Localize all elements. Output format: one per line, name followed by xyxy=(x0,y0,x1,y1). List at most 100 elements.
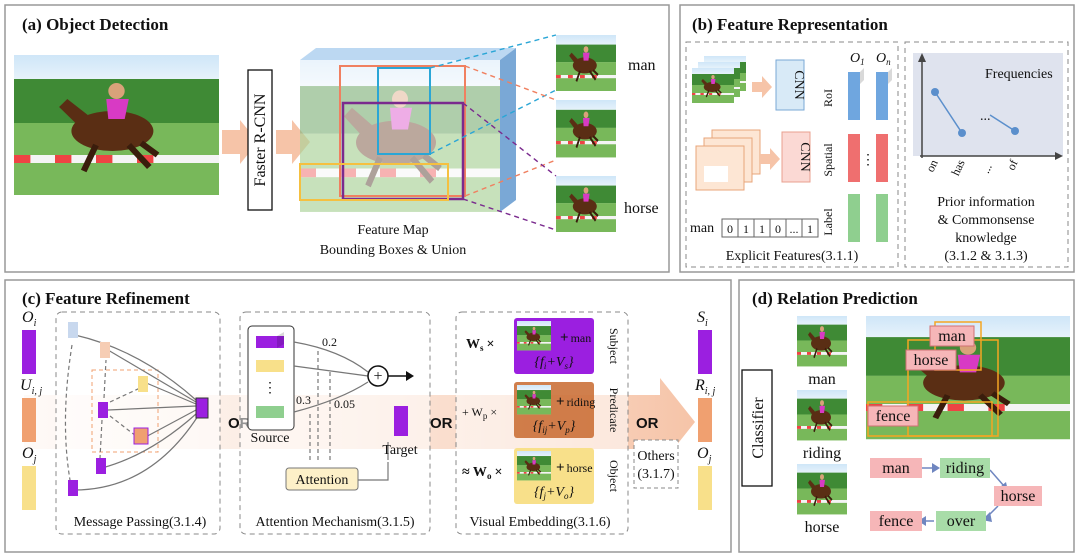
attention-arrows xyxy=(293,341,414,481)
label-word: man xyxy=(690,221,714,236)
embed-object: +horse {fj+Vo} xyxy=(514,448,594,504)
uij-label: Ui, j xyxy=(20,377,42,397)
prior-line-4: (3.1.2 & 3.1.3) xyxy=(944,249,1028,264)
mp-inner-box xyxy=(91,369,159,453)
wp-label: + Wp× xyxy=(462,405,497,421)
source-nodes: ⋮ xyxy=(256,332,284,418)
panel-c-border xyxy=(4,279,732,553)
roi-feature-bars xyxy=(848,68,892,120)
arrow-roi xyxy=(752,76,772,98)
freq-tick-on: on xyxy=(923,157,941,174)
scene-tag-man: man xyxy=(938,328,966,345)
panel-a-border xyxy=(4,4,670,273)
crop-union xyxy=(554,98,618,159)
prior-line-3: knowledge xyxy=(955,231,1016,246)
spatial-ellipsis: ⋮ xyxy=(861,153,875,168)
row-label-roi: RoI xyxy=(821,89,835,107)
pred-word-horse: horse xyxy=(805,519,840,536)
bit-3: 0 xyxy=(775,222,781,236)
others-line-2: (3.1.7) xyxy=(637,467,675,482)
freq-point-has xyxy=(958,129,966,137)
embed-subject: +man {fi+Vs} xyxy=(514,318,594,374)
panel-b-title: (b) Feature Representation xyxy=(692,15,888,34)
freq-point-of xyxy=(1011,127,1019,135)
graph-node-man-label: man xyxy=(882,460,910,477)
rij-feature xyxy=(698,398,712,442)
feature-map xyxy=(300,48,516,212)
message-passing-box xyxy=(55,311,221,535)
scene-tag-fence: fence xyxy=(876,408,911,425)
oi-label: Oi xyxy=(22,309,37,329)
freq-tick-has: has xyxy=(948,157,968,178)
explicit-caption: Explicit Features(3.1.1) xyxy=(726,249,859,264)
embed-object-formula: {fj+Vo} xyxy=(534,485,575,501)
crop-label-man: man xyxy=(628,57,656,74)
weight-0: 0.2 xyxy=(322,335,337,349)
embed-subject-word: +man xyxy=(560,330,591,346)
attention-module xyxy=(285,467,359,491)
detector-box xyxy=(247,69,273,211)
panel-d-title: (d) Relation Prediction xyxy=(752,289,918,308)
graph-node-horse-label: horse xyxy=(1001,488,1036,505)
bit-5: 1 xyxy=(807,222,813,236)
embed-predicate-formula: {fij+Vp} xyxy=(533,419,576,435)
panel-c-title: (c) Feature Refinement xyxy=(22,289,190,308)
box-man xyxy=(377,67,431,155)
crop-label-horse: horse xyxy=(624,200,659,217)
roi-image-stack xyxy=(691,55,747,104)
graph-node-over xyxy=(936,511,986,531)
ve-caption: Visual Embedding(3.1.6) xyxy=(469,515,610,530)
source-ellipsis: ⋮ xyxy=(263,381,277,396)
box-fence xyxy=(299,163,449,201)
source-label: Source xyxy=(251,431,290,446)
panel-a-title: (a) Object Detection xyxy=(22,15,169,34)
oi-feature xyxy=(22,330,36,374)
bit-1: 1 xyxy=(743,222,749,236)
graph-node-riding-label: riding xyxy=(946,460,984,477)
crop-horse xyxy=(554,174,618,234)
spatial-mask-stack xyxy=(695,129,761,191)
bit-0: 0 xyxy=(727,222,733,236)
box-union xyxy=(339,65,466,197)
frequency-plot: Frequencies ... on has ... of xyxy=(913,53,1063,178)
feature-map-caption-1: Feature Map xyxy=(357,223,428,238)
pred-crop-man xyxy=(795,314,849,368)
oj-feature xyxy=(22,466,36,510)
graph-node-fence xyxy=(870,511,922,531)
panel-b-border xyxy=(679,4,1075,273)
scene-graph: man riding horse fence over xyxy=(870,458,1042,531)
explicit-features-box xyxy=(685,41,899,268)
panel-d-border xyxy=(738,279,1075,553)
graph-node-fence-label: fence xyxy=(879,513,914,530)
target-node xyxy=(394,406,408,436)
prior-line-1: Prior information xyxy=(937,195,1035,210)
si-label: Si xyxy=(697,309,708,329)
row-label-label: Label xyxy=(821,208,835,236)
crop-man xyxy=(554,33,618,93)
freq-title: Frequencies xyxy=(985,67,1053,82)
classifier-box xyxy=(741,369,773,487)
label-bit-vector: 0 1 1 0 ... 1 xyxy=(721,218,819,238)
cnn-roi-label: CNN xyxy=(791,70,806,100)
target-label: Target xyxy=(382,443,417,458)
scene-image: man horse fence xyxy=(866,316,1070,439)
bit-4: ... xyxy=(790,222,799,236)
oj-label: Oj xyxy=(22,445,37,465)
mp-nodes xyxy=(68,322,209,496)
classifier-label: Classifier xyxy=(750,397,767,459)
pred-crop-horse xyxy=(795,462,849,516)
o-first: O1 xyxy=(850,51,865,67)
pred-word-man: man xyxy=(808,371,836,388)
scene-tag-horse: horse xyxy=(914,352,949,369)
si-feature xyxy=(698,330,712,374)
others-box xyxy=(633,439,679,489)
weight-2: 0.05 xyxy=(334,397,355,411)
cnn-spatial-label: CNN xyxy=(797,142,812,172)
graph-node-over-label: over xyxy=(947,513,976,530)
embed-object-word: +horse xyxy=(556,460,593,476)
label-feature-bars xyxy=(848,194,888,242)
or-3: OR xyxy=(636,415,659,432)
sum-node xyxy=(367,365,389,387)
